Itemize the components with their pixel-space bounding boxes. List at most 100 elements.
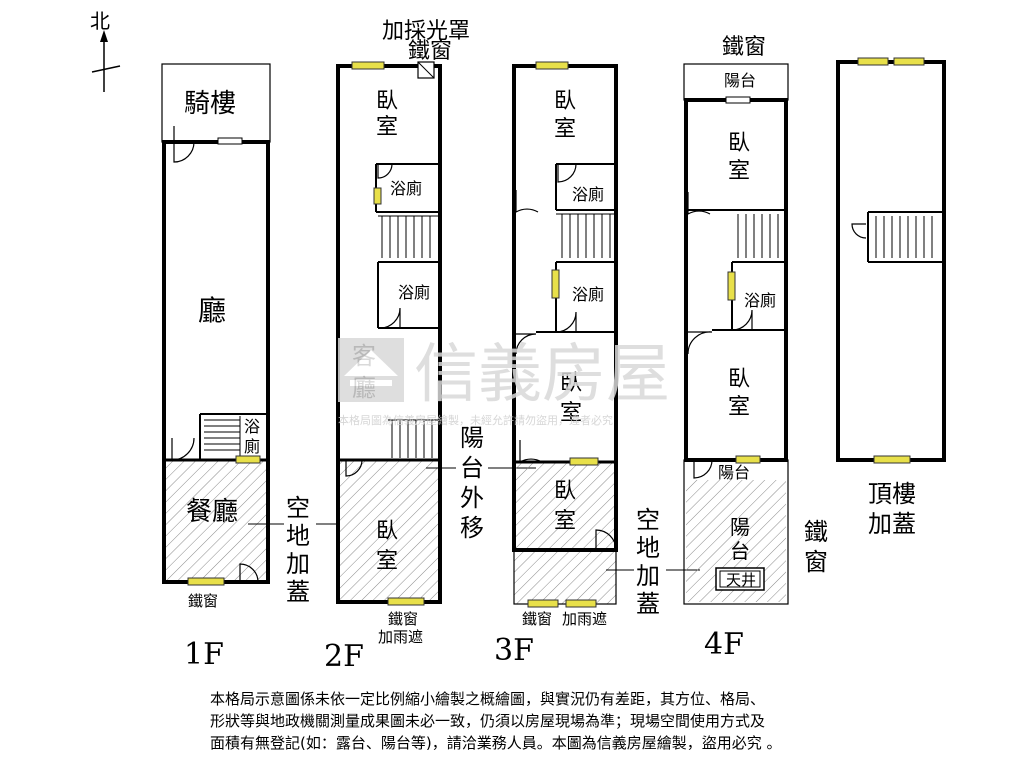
- svg-text:台: 台: [460, 454, 484, 482]
- dining-hatch: [164, 460, 268, 582]
- svg-text:蓋: 蓋: [286, 578, 310, 606]
- door-1f-back: [239, 563, 259, 583]
- bedroom-2f-hatch: [338, 460, 440, 602]
- bath-label-2: 廁: [244, 437, 260, 456]
- window-4f-mid: [735, 455, 761, 464]
- door-3f-rain: [595, 529, 617, 551]
- bedroom-3f-mid-2: 室: [560, 401, 582, 426]
- window-roof-bottom: [873, 455, 911, 464]
- balcony-top-label-4f: 陽台: [724, 71, 756, 90]
- rain-cover-label-3f: 加雨遮: [562, 610, 607, 628]
- watermark-notice: 本格局圖為信義房屋繪製，未經允許請勿盜用，違者必究: [338, 413, 613, 427]
- window-3f-mid: [569, 457, 599, 466]
- rain-cover-3f-hatch: [514, 550, 616, 604]
- side-window-4f-1: 鐵: [804, 518, 828, 546]
- roof-label-1: 頂樓: [868, 480, 916, 508]
- rain-cover-label-2f: 加雨遮: [378, 628, 423, 646]
- door-1f-front: [173, 126, 195, 163]
- bath-3f-2: 浴廁: [572, 285, 604, 304]
- skylight-window-label: 鐵窗: [408, 39, 452, 64]
- hall-label: 廳: [198, 294, 226, 327]
- watermark-brand: 信義房屋: [414, 338, 670, 412]
- stair-4f: [737, 214, 779, 258]
- svg-text:地: 地: [286, 522, 310, 550]
- north-label: 北: [90, 9, 110, 33]
- svg-text:空: 空: [636, 506, 660, 534]
- stair-2f-lower: [388, 419, 440, 458]
- stair-1f: [204, 416, 241, 458]
- window-2f-bottom: [387, 597, 425, 606]
- bath-2f-1: 浴廁: [390, 179, 422, 198]
- window-1f-bath: [235, 455, 261, 464]
- svg-text:陽: 陽: [460, 424, 484, 452]
- north-compass: 北: [90, 9, 121, 92]
- bedroom-4f-top-2: 室: [728, 159, 750, 184]
- patio-label: 天井: [726, 571, 756, 589]
- svg-text:移: 移: [460, 514, 484, 542]
- svg-text:加: 加: [636, 562, 660, 590]
- window-3f-bath2: [551, 269, 560, 299]
- door-2f-bedroom: [345, 459, 363, 477]
- window-3f-bottom-1: [527, 599, 559, 608]
- bath-label-1: 浴: [244, 417, 260, 436]
- bedroom-2f-bottom-2: 室: [376, 549, 398, 574]
- patio-box: [715, 567, 765, 591]
- door-3f-bath2: [555, 311, 577, 333]
- floor-label-3f: 3F: [494, 633, 534, 668]
- balcony-label-4f: 陽台: [718, 463, 750, 482]
- bedroom-2f-bottom-1: 臥: [376, 519, 398, 544]
- bedroom-2f-top-1: 臥: [376, 89, 398, 114]
- door-3f-bedroom-bottom: [519, 440, 543, 464]
- skylight-label: 加採光罩: [382, 19, 470, 44]
- window-roof-top-2: [893, 57, 925, 66]
- bedroom-4f-top-1: 臥: [728, 131, 750, 156]
- bath-3f-1: 浴廁: [572, 185, 604, 204]
- arcade-label: 騎樓: [184, 89, 236, 119]
- window-label-3f: 鐵窗: [522, 610, 552, 628]
- svg-text:外: 外: [460, 484, 484, 512]
- bedroom-2f-top-2: 室: [376, 115, 398, 140]
- door-3f-stair: [515, 190, 539, 214]
- window-label-2f: 鐵窗: [388, 610, 418, 628]
- bedroom-4f-mid-2: 室: [728, 395, 750, 420]
- stair-roof: [875, 216, 933, 258]
- floor-3f: 臥 室 浴廁 浴廁 臥 室 臥 室 鐵窗 加雨遮 3F: [494, 61, 618, 668]
- floor-4f: 鐵窗 陽台 臥 室 浴廁 臥 室 陽台 陽 台 天井 鐵 窗 4F: [683, 35, 828, 662]
- svg-text:地: 地: [636, 534, 660, 562]
- bedroom-3f-bottom-2: 室: [554, 509, 576, 534]
- balcony-4f-big-2: 台: [730, 539, 750, 563]
- door-4f-bedroom-top: [687, 192, 711, 216]
- window-4f-balcony-top: [725, 96, 751, 104]
- window-label-1f: 鐵窗: [188, 592, 218, 610]
- door-2f-bath1: [377, 163, 393, 179]
- window-4f-bath: [727, 271, 736, 301]
- bath-4f: 浴廁: [744, 291, 776, 310]
- bedroom-3f-top-2: 室: [554, 117, 576, 142]
- floor-2f: 加採光罩 鐵窗 臥 室 浴廁 浴廁 客 廳 臥 室 鐵窗 加雨遮 2F: [324, 19, 470, 674]
- window-2f-top: [351, 61, 385, 70]
- window-1f-back: [187, 577, 225, 586]
- bedroom-3f-mid-1: 臥: [560, 371, 582, 396]
- door-roof: [851, 223, 867, 239]
- floor-label-2f: 2F: [324, 639, 364, 674]
- window-1f-front: [217, 137, 243, 145]
- window-2f-bath1: [373, 187, 382, 205]
- bedroom-3f-bottom-1: 臥: [554, 479, 576, 504]
- door-4f-balcony: [693, 459, 713, 479]
- door-3f-bath1: [557, 163, 577, 183]
- svg-text:加: 加: [286, 550, 310, 578]
- bedroom-4f-mid-1: 臥: [728, 367, 750, 392]
- dining-label: 餐廳: [186, 497, 238, 527]
- annotation-vacant-2: 空 地 加 蓋: [606, 504, 700, 618]
- disclaimer-line-2: 形狀等與地政機關測量成果圖未必一致，仍須以房屋現場為準；現場空間使用方式及: [210, 712, 766, 730]
- floor-label-1f: 1F: [184, 637, 224, 672]
- side-window-4f-2: 窗: [804, 548, 828, 576]
- stair-2f-upper: [378, 215, 440, 258]
- bath-2f-2: 浴廁: [398, 283, 430, 302]
- stair-3f: [556, 213, 616, 258]
- svg-text:空: 空: [286, 494, 310, 522]
- floor-1f: 騎樓 廳 浴 廁 餐廳 鐵窗 1F: [161, 63, 271, 672]
- roof-label-2: 加蓋: [868, 510, 916, 538]
- bedroom-3f-hatch: [514, 462, 616, 550]
